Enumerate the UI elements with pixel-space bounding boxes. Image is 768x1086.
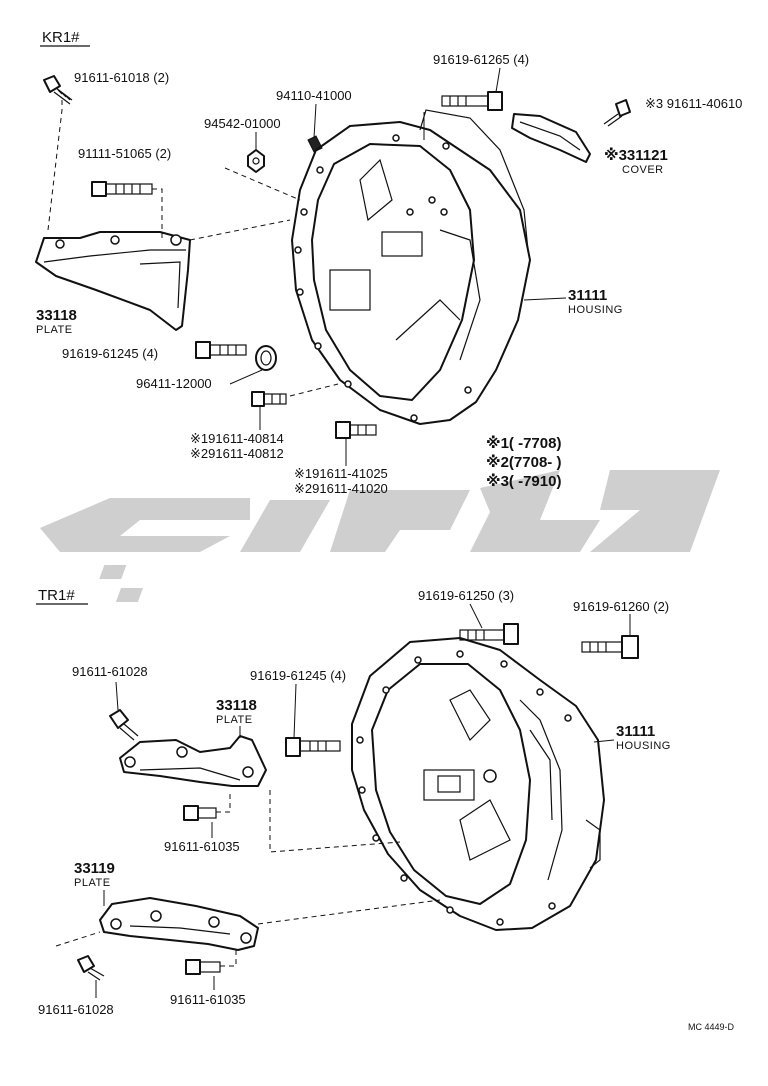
bolt-icon xyxy=(183,805,217,821)
section-title-kr1: KR1# xyxy=(42,29,80,46)
legend-row-2: ※2(7708- ) xyxy=(486,453,561,471)
bolt-icon xyxy=(603,99,631,127)
label-plate-tr1: PLATE xyxy=(216,714,253,726)
label-91619-61245-kr1: 91619-61245 (4) xyxy=(62,346,158,361)
label-91619-61265: 91619-61265 (4) xyxy=(433,52,529,67)
guide-line xyxy=(224,167,301,201)
leader-line xyxy=(495,67,501,93)
leader-line xyxy=(469,603,483,629)
label-plate-33119: PLATE xyxy=(74,877,111,889)
label-94542-01000: 94542-01000 xyxy=(204,116,281,131)
housing-31111-tr1 xyxy=(351,637,605,931)
legend: ※1( -7708) ※2(7708- ) ※3( -7910) xyxy=(486,434,561,490)
plate-33119 xyxy=(99,897,259,951)
guide-line xyxy=(289,383,339,397)
bolt-icon xyxy=(285,737,341,757)
guide-line xyxy=(55,899,441,947)
label-91611-41025: ※191611-41025 xyxy=(294,466,388,481)
label-91619-61245-tr1: 91619-61245 (4) xyxy=(250,668,346,683)
legend-row-3: ※3( -7910) xyxy=(486,472,561,490)
bolt-icon xyxy=(77,955,105,981)
leader-line xyxy=(115,681,119,711)
leader-line xyxy=(293,683,297,739)
label-33118: 33118 xyxy=(36,307,77,324)
label-94110-41000: 94110-41000 xyxy=(276,88,352,103)
label-cover: COVER xyxy=(622,164,664,176)
bolt-icon xyxy=(43,75,73,105)
guide-line xyxy=(152,188,163,240)
bolt-icon xyxy=(109,709,139,741)
bolt-icon xyxy=(441,91,503,111)
guide-line xyxy=(220,948,237,967)
nut-icon xyxy=(247,149,265,173)
cover-31121 xyxy=(511,113,591,163)
label-91611-41020: ※291611-41020 xyxy=(294,481,388,496)
label-91611-40610: ※3 91611-40610 xyxy=(645,96,742,111)
label-91611-61028-top: 91611-61028 xyxy=(72,664,148,679)
bolt-icon xyxy=(195,341,247,359)
watermark-logo xyxy=(40,470,720,602)
pin-icon xyxy=(307,135,323,153)
bolt-icon xyxy=(335,421,377,439)
section-title-tr1: TR1# xyxy=(38,587,75,604)
diagram-code: MC 4449-D xyxy=(688,1022,735,1032)
label-33118-tr1: 33118 xyxy=(216,697,257,714)
bolt-icon xyxy=(251,391,287,407)
label-91111-51065: 91111-51065 (2) xyxy=(78,146,171,161)
plate-33118-kr1 xyxy=(35,231,191,331)
label-33119: 33119 xyxy=(74,860,115,877)
leader-line xyxy=(593,739,615,743)
seal-icon xyxy=(255,345,277,371)
label-91611-40812: ※291611-40812 xyxy=(190,446,284,461)
label-plate: PLATE xyxy=(36,324,73,336)
label-91619-61260: 91619-61260 (2) xyxy=(573,599,669,614)
bolt-icon xyxy=(581,635,639,659)
label-91611-61028-bottom: 91611-61028 xyxy=(38,1002,114,1017)
legend-row-1: ※1( -7708) xyxy=(486,434,561,452)
leader-line xyxy=(313,103,317,139)
bolt-icon xyxy=(459,623,519,645)
guide-line xyxy=(47,100,63,231)
plate-33118-tr1 xyxy=(119,735,267,787)
label-91611-61018: 91611-61018 (2) xyxy=(74,70,169,85)
label-housing-kr1: HOUSING xyxy=(568,304,623,316)
label-31111-tr1: 31111 xyxy=(616,723,655,740)
label-91611-40814: ※191611-40814 xyxy=(190,431,284,446)
label-91619-61250: 91619-61250 (3) xyxy=(418,588,514,603)
bolt-icon xyxy=(91,181,153,197)
label-91611-61035-top: 91611-61035 xyxy=(164,839,240,854)
label-91611-61035-bottom: 91611-61035 xyxy=(170,992,246,1007)
label-housing-tr1: HOUSING xyxy=(616,740,671,752)
label-31121: ※331121 xyxy=(604,146,668,164)
leader-line xyxy=(523,297,567,301)
label-31111-kr1: 31111 xyxy=(568,287,607,304)
leader-line xyxy=(229,369,263,385)
bolt-icon xyxy=(185,959,221,975)
guide-line xyxy=(216,790,401,853)
guide-line xyxy=(189,219,291,241)
label-96411-12000: 96411-12000 xyxy=(136,376,212,391)
housing-31111-kr1 xyxy=(291,109,531,425)
